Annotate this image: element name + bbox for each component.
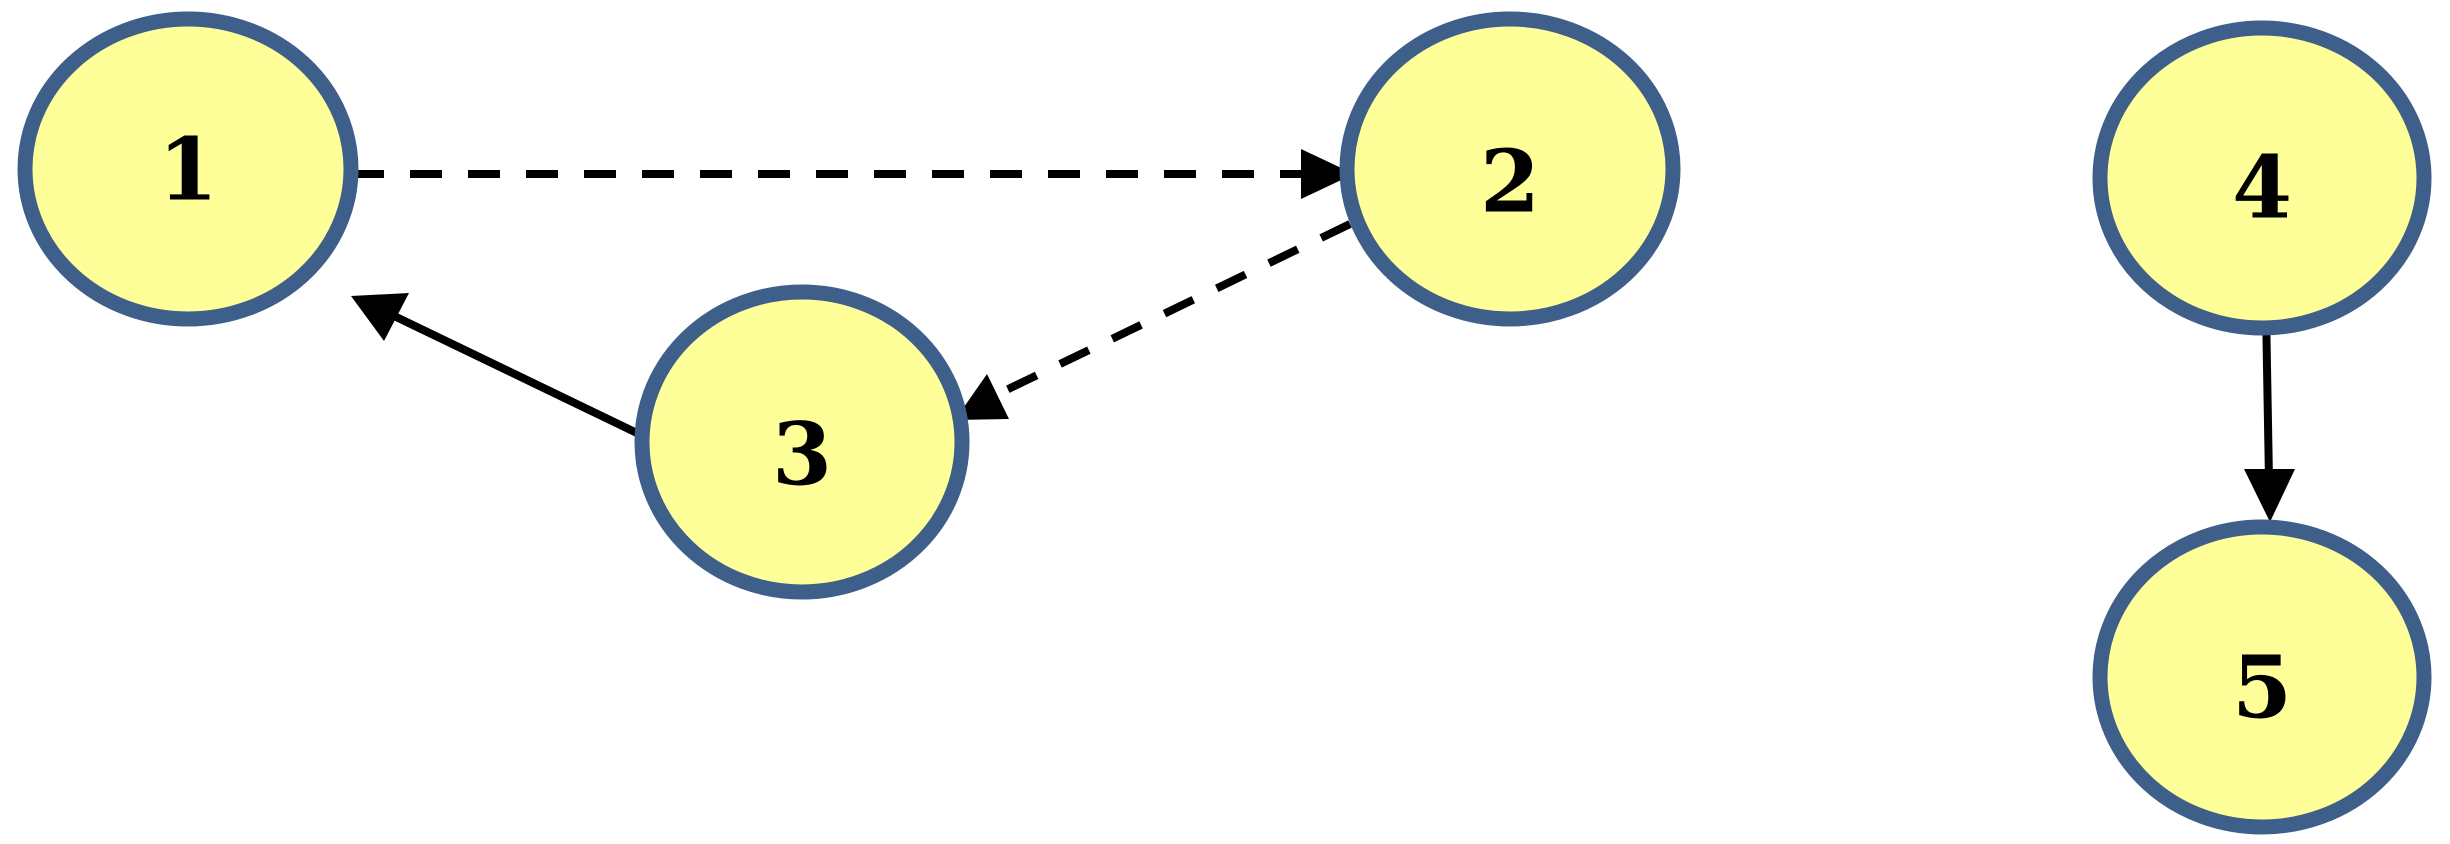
edge-3-to-1 xyxy=(351,293,666,450)
node-4-ellipse xyxy=(2092,20,2432,336)
arrowhead-3-to-1 xyxy=(351,293,409,341)
edge-4-to-5 xyxy=(2244,309,2295,522)
node-5-ellipse xyxy=(2092,519,2432,835)
edge-1-to-2 xyxy=(352,149,1354,199)
node-3[interactable]: 3 xyxy=(634,284,970,600)
arrowhead-4-to-5 xyxy=(2244,469,2295,522)
node-3-ellipse xyxy=(634,284,970,600)
edge-2-to-3 xyxy=(955,220,1352,420)
arrowhead-2-to-3 xyxy=(955,374,1009,420)
node-3-label: 3 xyxy=(772,405,832,506)
node-1-label: 1 xyxy=(158,120,218,221)
node-5[interactable]: 5 xyxy=(2092,519,2432,835)
node-1-ellipse xyxy=(17,11,359,327)
node-4-label: 4 xyxy=(2232,138,2292,239)
node-2-label: 2 xyxy=(1480,132,1540,233)
edges xyxy=(351,149,2295,522)
node-1[interactable]: 1 xyxy=(17,11,359,327)
node-5-label: 5 xyxy=(2232,638,2292,739)
node-4[interactable]: 4 xyxy=(2092,20,2432,336)
node-2[interactable]: 2 xyxy=(1339,11,1681,327)
arrowhead-1-to-2 xyxy=(1301,149,1354,199)
node-2-ellipse xyxy=(1339,11,1681,327)
nodes: 1 2 3 4 5 xyxy=(17,11,2432,835)
